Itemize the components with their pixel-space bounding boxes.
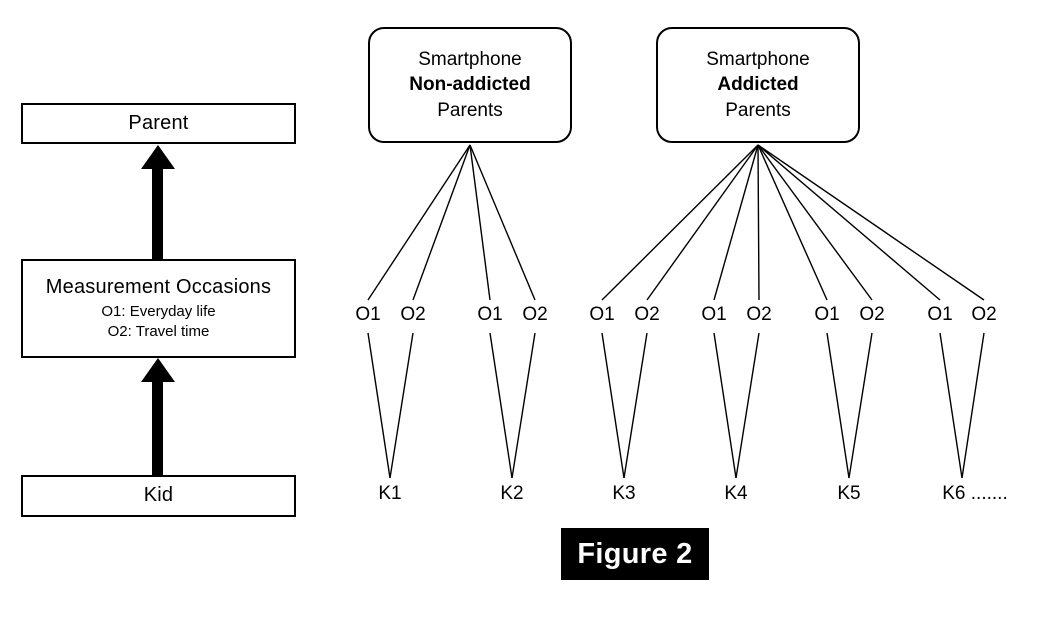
box-parent-title: Parent xyxy=(128,111,189,134)
box-measurement-occasions-title: Measurement Occasions xyxy=(45,275,272,298)
occasion-node-4[interactable]: O2 xyxy=(522,304,548,325)
group-nonaddicted-line-2: Non-addicted xyxy=(409,74,531,96)
occasion-legend-o2: O2: Travel time xyxy=(107,322,210,340)
box-parent[interactable]: Parent xyxy=(21,103,296,144)
occasion-node-1[interactable]: O1 xyxy=(355,304,381,325)
occasion-node-8[interactable]: O2 xyxy=(746,304,772,325)
occasion-node-12[interactable]: O2 xyxy=(971,304,997,325)
kid-node-k3[interactable]: K3 xyxy=(612,483,636,504)
box-kid-title: Kid xyxy=(143,484,174,507)
group-addicted-line-2: Addicted xyxy=(717,74,799,96)
kid-node-k2[interactable]: K2 xyxy=(500,483,524,504)
occasion-to-kid-lines xyxy=(367,332,985,479)
occasion-legend-o1: O1: Everyday life xyxy=(101,303,216,321)
occasion-node-2[interactable]: O2 xyxy=(400,304,426,325)
group-addicted-line-1: Smartphone xyxy=(706,49,810,71)
occasion-node-6[interactable]: O2 xyxy=(634,304,660,325)
occasion-node-7[interactable]: O1 xyxy=(701,304,727,325)
kid-node-k5[interactable]: K5 xyxy=(837,483,861,504)
addicted-fan-lines xyxy=(601,144,985,301)
occasion-node-10[interactable]: O2 xyxy=(859,304,885,325)
occasion-node-11[interactable]: O1 xyxy=(927,304,953,325)
arrow-measurement-to-parent xyxy=(141,145,175,259)
box-kid[interactable]: Kid xyxy=(21,475,296,517)
figure-caption: Figure 2 xyxy=(561,528,709,580)
group-nonaddicted-line-1: Smartphone xyxy=(418,49,522,71)
group-box-addicted-parents[interactable]: Smartphone Addicted Parents xyxy=(656,27,860,143)
box-measurement-occasions[interactable]: Measurement Occasions O1: Everyday life … xyxy=(21,259,296,358)
group-box-nonaddicted-parents[interactable]: Smartphone Non-addicted Parents xyxy=(368,27,572,143)
occasion-node-5[interactable]: O1 xyxy=(589,304,615,325)
kid-node-k6[interactable]: K6 ....... xyxy=(942,483,1008,504)
nonaddicted-fan-lines xyxy=(367,144,536,301)
occasion-node-9[interactable]: O1 xyxy=(814,304,840,325)
occasion-node-3[interactable]: O1 xyxy=(477,304,503,325)
kid-node-k1[interactable]: K1 xyxy=(378,483,402,504)
group-addicted-line-3: Parents xyxy=(725,99,791,121)
arrow-kid-to-measurement xyxy=(141,358,175,475)
kid-node-k4[interactable]: K4 xyxy=(724,483,748,504)
group-nonaddicted-line-3: Parents xyxy=(437,99,503,121)
